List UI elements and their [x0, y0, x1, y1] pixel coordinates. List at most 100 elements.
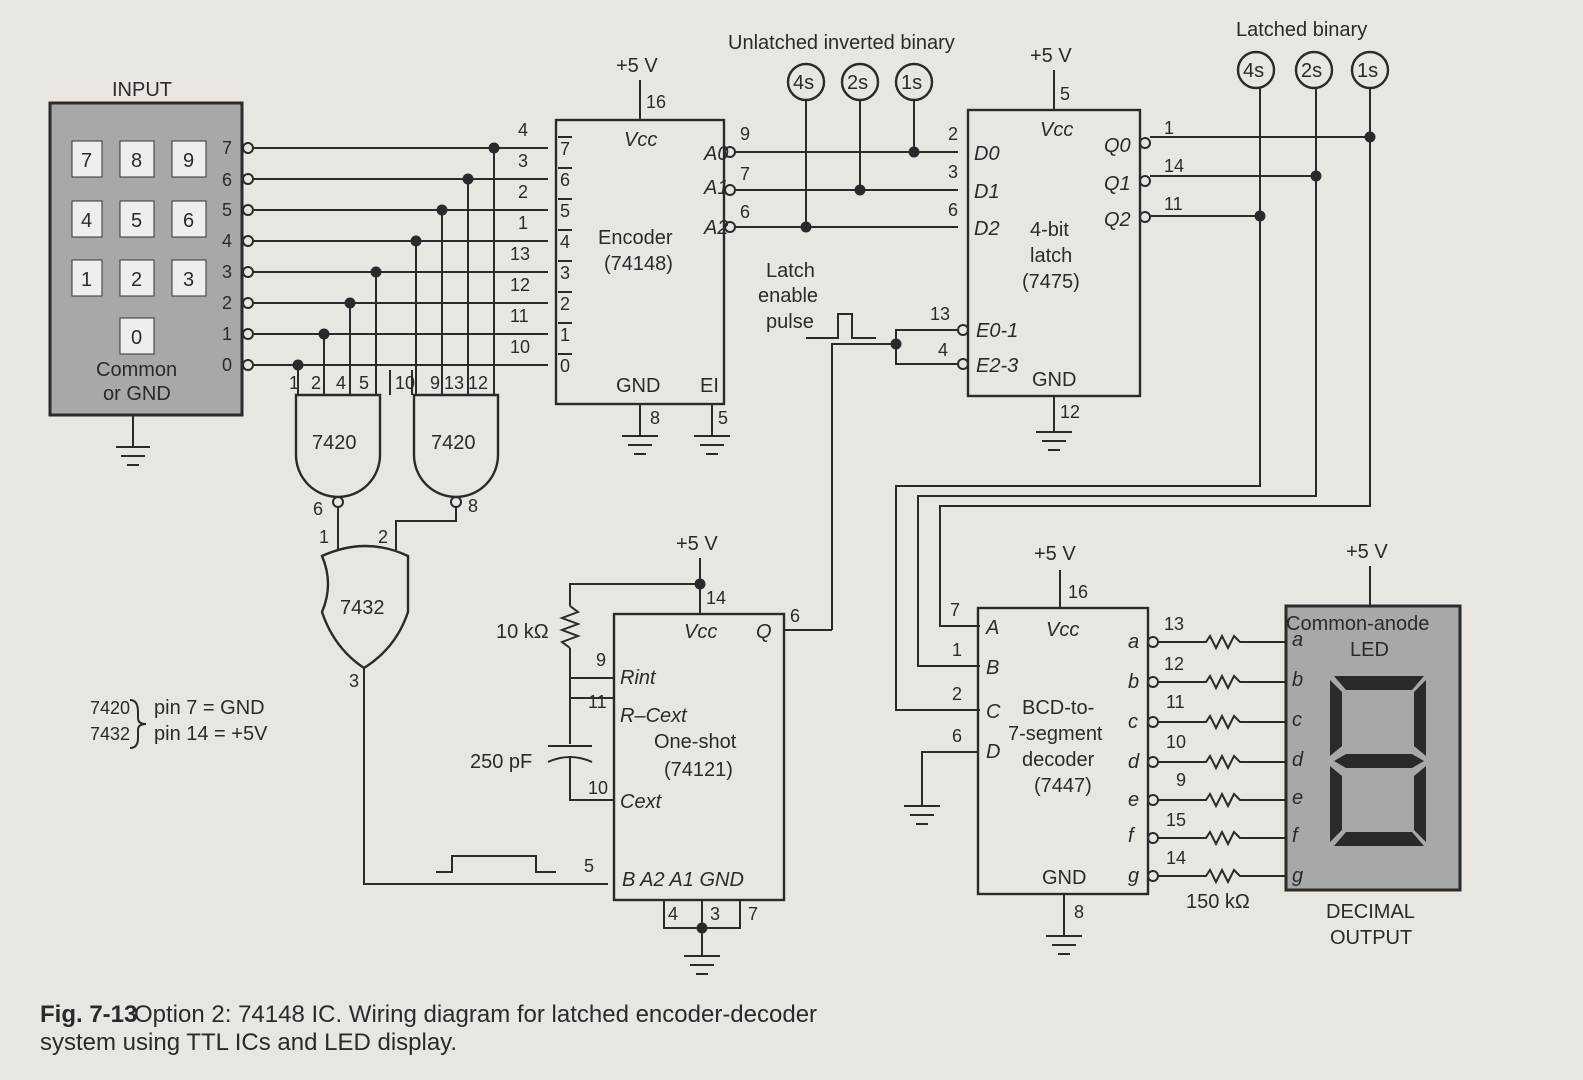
line-4-number: 4: [222, 231, 232, 251]
input-bus: [242, 142, 548, 395]
encoder-vcc-pin: 16: [646, 92, 666, 112]
display-led-label: LED: [1350, 639, 1389, 661]
unlatched-indicators: Unlatched inverted binary 4s 2s 1s: [728, 32, 955, 233]
pulse-label-pulse: pulse: [766, 311, 814, 333]
decoder-name-1: BCD-to-: [1022, 697, 1094, 719]
oneshot-q-label: Q: [756, 621, 772, 643]
decoder-pin-14: 14: [1166, 848, 1186, 868]
latch-q2: Q2: [1104, 209, 1131, 231]
encoder-in-pin-4: 4: [518, 120, 528, 140]
latched-lamp-4s-label: 4s: [1243, 60, 1264, 82]
encoder-in-label-1: 1: [560, 325, 570, 345]
led-display: +5 V Common-anode LED a b c d e f g DECI…: [1284, 541, 1462, 949]
decoder-out-a: a: [1128, 631, 1139, 653]
display-seg-c-label: c: [1292, 709, 1302, 731]
latch-vcc-supply: +5 V: [1030, 45, 1072, 67]
unlatched-lamp-4s-label: 4s: [793, 72, 814, 94]
decoder-ground-icon: [1046, 894, 1082, 955]
decoder-out-c: c: [1128, 711, 1138, 733]
nand-gate-a: 7420 1 2 4 5 6: [289, 373, 382, 519]
encoder-part: (74148): [604, 253, 673, 275]
display-seg-f-label: f: [1292, 825, 1300, 847]
oneshot-pin-4: 4: [668, 904, 678, 924]
line-5-number: 5: [222, 200, 232, 220]
or-pin-1: 1: [319, 527, 329, 547]
nand-a-pin-5: 5: [359, 373, 369, 393]
note-7432: 7432: [90, 724, 130, 744]
decoder-out-g: g: [1128, 865, 1139, 887]
oneshot-pin-11: 11: [588, 692, 607, 712]
decoder-pin-6: 6: [952, 726, 962, 746]
encoder-in-pin-3: 3: [518, 151, 528, 171]
latch-d0: D0: [974, 143, 1000, 165]
key-8-label: 8: [131, 150, 142, 172]
encoder-pin-7: 7: [740, 164, 750, 184]
key-7[interactable]: [71, 140, 103, 178]
resistor-array: [1147, 633, 1288, 885]
key-4[interactable]: [71, 200, 103, 238]
caption-figure-number: Fig. 7-13: [40, 1001, 137, 1028]
key-1[interactable]: [71, 259, 103, 297]
decoder-gnd-pin: 8: [1074, 902, 1084, 922]
key-3[interactable]: [171, 259, 207, 297]
decoder-pin-13: 13: [1164, 614, 1184, 634]
nand-gate-b: 7420 10 9 13 12 8: [395, 373, 500, 516]
figure-caption: Fig. 7-13 Option 2: 74148 IC. Wiring dia…: [40, 1001, 817, 1056]
key-2[interactable]: [119, 259, 155, 297]
encoder-in-label-6: 6: [560, 170, 570, 190]
oneshot-pin-9: 9: [596, 650, 606, 670]
key-0[interactable]: [119, 317, 155, 355]
pulse-label-enable: enable: [758, 285, 818, 307]
oneshot-q-pin: 6: [790, 606, 800, 626]
keypad-line-numbers: 7 6 5 4 3 2 1 0: [222, 138, 232, 375]
key-9-label: 9: [183, 150, 194, 172]
key-9[interactable]: [171, 140, 207, 178]
key-4-label: 4: [81, 210, 92, 232]
decoder-pin-11: 11: [1166, 692, 1185, 712]
decoder-out-b: b: [1128, 671, 1139, 693]
decoder-7447: +5 V 16 Vcc 7 1 2 6 A B C D BCD-to- 7-se…: [904, 543, 1186, 955]
nand-a-pin-2: 2: [311, 373, 321, 393]
nand-a-pin-out: 6: [313, 499, 323, 519]
unlatched-lamp-1s-label: 1s: [901, 72, 922, 94]
line-2-number: 2: [222, 293, 232, 313]
decoder-vcc-label: Vcc: [1046, 619, 1079, 641]
encoder-in-pin-10: 10: [510, 337, 530, 357]
unlatched-title: Unlatched inverted binary: [728, 32, 955, 54]
oneshot-pin-3: 3: [710, 904, 720, 924]
encoder-in-label-7: 7: [560, 139, 570, 159]
key-6[interactable]: [171, 200, 207, 238]
pulse-label-latch: Latch: [766, 260, 815, 282]
decoder-pin-2: 2: [952, 684, 962, 704]
decoder-in-a: A: [985, 617, 999, 639]
decoder-pin-10: 10: [1166, 732, 1186, 752]
resistor-150k-label: 150 kΩ: [1186, 891, 1250, 913]
key-5[interactable]: [119, 200, 155, 238]
latched-lamp-4s: [1236, 50, 1276, 90]
decoder-vcc-supply: +5 V: [1034, 543, 1076, 565]
decoder-in-c: C: [986, 701, 1001, 723]
nand-b-pin-10: 10: [395, 373, 415, 393]
latched-lamp-1s-label: 1s: [1357, 60, 1378, 82]
decoder-out-e: e: [1128, 789, 1139, 811]
encoder-in-pin-1: 1: [518, 213, 528, 233]
latch-pin-14: 14: [1164, 156, 1184, 176]
latch-q0: Q0: [1104, 135, 1131, 157]
latch-pin-2: 2: [948, 124, 958, 144]
latch-pin-1: 1: [1164, 118, 1174, 138]
decoder-pin-9: 9: [1176, 770, 1186, 790]
latch-gnd-label: GND: [1032, 369, 1076, 391]
encoder-gnd-label: GND: [616, 375, 660, 397]
input-title: INPUT: [112, 79, 172, 101]
encoder-74148: +5 V 16 Vcc Encoder (74148) 4 3 2 1 13 1…: [510, 55, 958, 455]
encoder-ground-icon: [622, 404, 730, 455]
key-8[interactable]: [119, 140, 155, 178]
latch-name-2: latch: [1030, 245, 1072, 267]
encoder-in-label-0: 0: [560, 356, 570, 376]
seven-segment-digit-icon: [1330, 676, 1426, 846]
line-3-number: 3: [222, 262, 232, 282]
decoder-part: (7447): [1034, 775, 1092, 797]
latch-vcc-label: Vcc: [1040, 119, 1073, 141]
latched-lamp-2s: [1294, 50, 1334, 90]
nand-a-pin-1: 1: [289, 373, 299, 393]
